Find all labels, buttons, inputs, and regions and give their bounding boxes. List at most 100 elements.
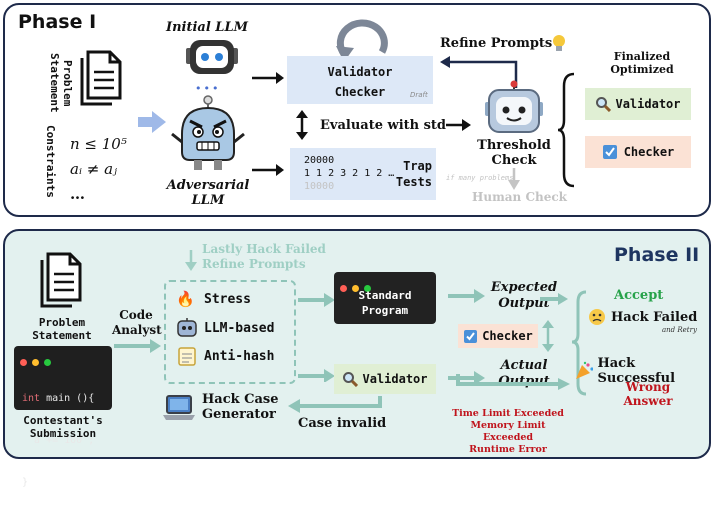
error-tle: Time Limit Exceeded (452, 408, 564, 419)
draft-validator-label: Validator (327, 65, 393, 79)
adversarial-llm-label: Adversarial LLM (166, 178, 250, 208)
constraint-line: … (70, 185, 85, 203)
actual-to-result-arrow (456, 374, 570, 390)
memo-icon (178, 347, 196, 366)
evaluate-with-std-label: Evaluate with std (320, 118, 447, 133)
anti-hash-label: Anti-hash (204, 348, 275, 364)
if-many-problems-label: if many problems (446, 174, 514, 182)
expected-to-result-arrow (540, 293, 568, 305)
constraint-list: n ≤ 10⁵ aᵢ ≠ aⱼ … (70, 132, 127, 207)
accept-label: Accept (614, 288, 664, 303)
standard-program-label: Standard Program (358, 289, 412, 317)
checker-label: Checker (482, 329, 533, 343)
problem-statement-vertical-label: Problem Statement (48, 53, 74, 113)
problem-statement-label: Problem Statement (32, 316, 92, 342)
case-invalid-arrow (288, 396, 382, 413)
finalized-label: Finalized Optimized (610, 50, 674, 76)
hack-failed-item: Hack Failed (588, 308, 697, 326)
trap-tests-box (290, 148, 436, 200)
final-checker-label: Checker (623, 145, 675, 159)
phase2-title: Phase II (614, 244, 700, 266)
hack-successful-label: Hack Successful (597, 356, 676, 386)
draft-checker-label: Checker (334, 85, 386, 99)
checker-box: Checker (458, 324, 538, 348)
llm-arrows (252, 72, 284, 176)
checkbox-icon (464, 329, 478, 343)
checkbox-icon (602, 145, 617, 159)
code-analyst-label: Code Analyst (112, 308, 162, 337)
output-arrows (448, 289, 485, 384)
error-mle: Memory Limit Exceeded (470, 420, 546, 443)
angry-robot-icon (171, 95, 245, 170)
refine-arrow (440, 56, 518, 88)
threshold-robot-icon (485, 80, 543, 133)
sad-face-icon (589, 309, 605, 325)
contestant-submission-label: Contestant's Submission (23, 414, 103, 440)
refine-prompts-label: Refine Prompts (440, 36, 553, 51)
expected-output-label: Expected Output (490, 280, 558, 311)
result-brace (571, 290, 587, 396)
stress-item: 🔥 Stress (176, 290, 251, 308)
trap-numbers: 20000 1 1 2 3 2 1 2 … 10000 (304, 154, 394, 193)
code-line: a += 100 ; (22, 435, 95, 446)
refresh-loop-icon (336, 19, 388, 62)
fire-icon: 🔥 (176, 290, 195, 308)
final-validator-box: Validator (585, 88, 691, 120)
robot-dots: ••• (195, 82, 221, 95)
window-controls (20, 351, 52, 370)
constraint-line: n ≤ 10⁵ (70, 135, 127, 153)
double-arrow-icon (296, 110, 308, 140)
trap-number-line: 10000 (304, 181, 335, 192)
input-arrow-icon (138, 111, 166, 133)
validator-box: Validator (334, 364, 436, 394)
lightbulb-icon (553, 35, 565, 51)
trap-tests-label: Trap Tests (395, 159, 432, 189)
standard-program-box: Standard Program (334, 272, 436, 324)
initial-llm-label: Initial LLM (166, 20, 248, 35)
phase1-title: Phase I (18, 11, 97, 33)
constraints-vertical-label: Constraints (44, 124, 57, 198)
magnifier-icon (596, 97, 612, 112)
hack-failed-label: Hack Failed (611, 309, 698, 325)
party-popper-icon (576, 361, 594, 379)
human-check-arrow (508, 168, 520, 190)
constraint-line: aᵢ ≠ aⱼ (70, 160, 117, 178)
human-check-label: Human Check (472, 190, 567, 204)
hack-case-generator-label: Hack Case Generator (202, 392, 279, 422)
laptop-icon (163, 395, 195, 420)
phase1-brace (557, 72, 575, 188)
robot-icon (186, 40, 238, 74)
stress-label: Stress (204, 291, 251, 307)
final-checker-box: Checker (585, 136, 691, 168)
document-icon (80, 50, 122, 106)
validator-checker-draft-box (287, 56, 433, 104)
magnifier-icon (343, 372, 359, 387)
final-validator-label: Validator (615, 97, 681, 111)
validator-label: Validator (362, 372, 428, 386)
trap-number-line: 20000 (304, 155, 335, 166)
threshold-check-label: Threshold Check (477, 138, 551, 168)
checker-double-arrow (542, 320, 554, 352)
llm-based-label: LLM-based (204, 320, 275, 336)
validator-checker-labels: Validator Checker (287, 62, 433, 102)
evaluate-arrow (446, 119, 471, 131)
error-list: Time Limit Exceeded Memory Limit Exceede… (446, 408, 570, 456)
and-retry-label: and Retry (662, 326, 697, 334)
draft-label: Draft (410, 91, 428, 99)
llm-based-item: LLM-based (176, 318, 274, 338)
lastly-arrow (185, 250, 197, 271)
code-line: int main (){ (22, 393, 95, 404)
code-window: int main (){ a += 100 ; } (14, 346, 112, 488)
wrong-answer-label: Wrong Answer (623, 380, 673, 408)
error-re: Runtime Error (469, 444, 547, 455)
code-analyst-arrow (114, 339, 161, 353)
anti-hash-item: Anti-hash (176, 346, 274, 366)
strategy-arrows (298, 293, 335, 382)
lastly-hack-failed-label: Lastly Hack Failed Refine Prompts (202, 242, 326, 271)
code-lines: int main (){ a += 100 ; } (22, 364, 94, 518)
robot-icon (177, 318, 197, 337)
case-invalid-label: Case invalid (298, 416, 387, 431)
strategies-box (164, 280, 296, 384)
window-controls (340, 277, 372, 296)
code-line: } (22, 477, 29, 488)
